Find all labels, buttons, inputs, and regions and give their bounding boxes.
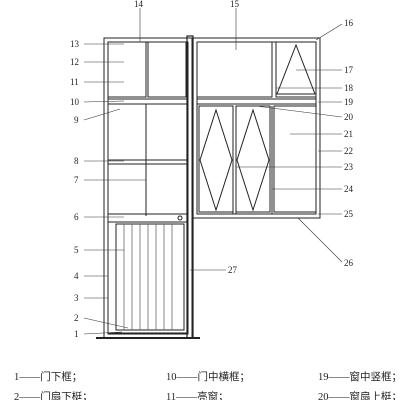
callout-27: 27 (228, 265, 238, 275)
callout-11: 11 (70, 77, 79, 87)
window-transom-triangle (276, 43, 316, 95)
callout-23: 23 (344, 162, 354, 172)
legend-item-11: 11——亮窗； (166, 392, 229, 400)
callout-21: 21 (344, 129, 353, 139)
door-lower-panel (115, 223, 185, 331)
door-panel-slats (123, 224, 173, 330)
callout-5: 5 (74, 245, 79, 255)
legend-item-20: 20——窗扇上梃； (318, 392, 400, 400)
window-sash-right (273, 105, 317, 213)
callout-4: 4 (74, 271, 79, 281)
window-transom (196, 41, 273, 98)
window-sash-left (198, 105, 234, 213)
callout-7: 7 (74, 175, 79, 185)
callout-18: 18 (344, 83, 354, 93)
callout-20: 20 (344, 112, 354, 122)
callout-10: 10 (70, 97, 80, 107)
callout-6: 6 (74, 212, 79, 222)
door-middle-rail (107, 213, 189, 223)
callout-9: 9 (74, 115, 79, 125)
callout-19: 19 (344, 97, 354, 107)
legend-item-1: 1——门下框； (14, 372, 83, 383)
window-diamond-mid (236, 108, 270, 212)
callout-14: 14 (134, 0, 144, 9)
callout-24: 24 (344, 184, 354, 194)
callout-17: 17 (344, 65, 354, 75)
callout-8: 8 (74, 156, 79, 166)
callout-15: 15 (230, 0, 240, 9)
callout-12: 12 (70, 57, 79, 67)
window-frame (192, 37, 321, 219)
legend-item-19: 19——窗中竖框； (318, 372, 400, 383)
legend-item-10: 10——门中横框； (166, 372, 250, 383)
door-knob (177, 215, 183, 221)
callout-26: 26 (344, 258, 354, 268)
door-transom-left (107, 41, 147, 98)
window-frame-inner (196, 41, 317, 215)
legend-item-2: 2——门扇下梃； (14, 392, 93, 400)
callout-1: 1 (74, 329, 79, 339)
window-diamond-left (199, 108, 233, 212)
window-sash-mid (235, 105, 271, 213)
window-transom-right (275, 41, 317, 98)
callout-25: 25 (344, 209, 354, 219)
callout-22: 22 (344, 146, 353, 156)
callout-2: 2 (74, 313, 79, 323)
callout-16: 16 (344, 18, 354, 28)
callout-3: 3 (74, 293, 79, 303)
callout-13: 13 (70, 39, 80, 49)
door-transom-right (147, 41, 187, 98)
